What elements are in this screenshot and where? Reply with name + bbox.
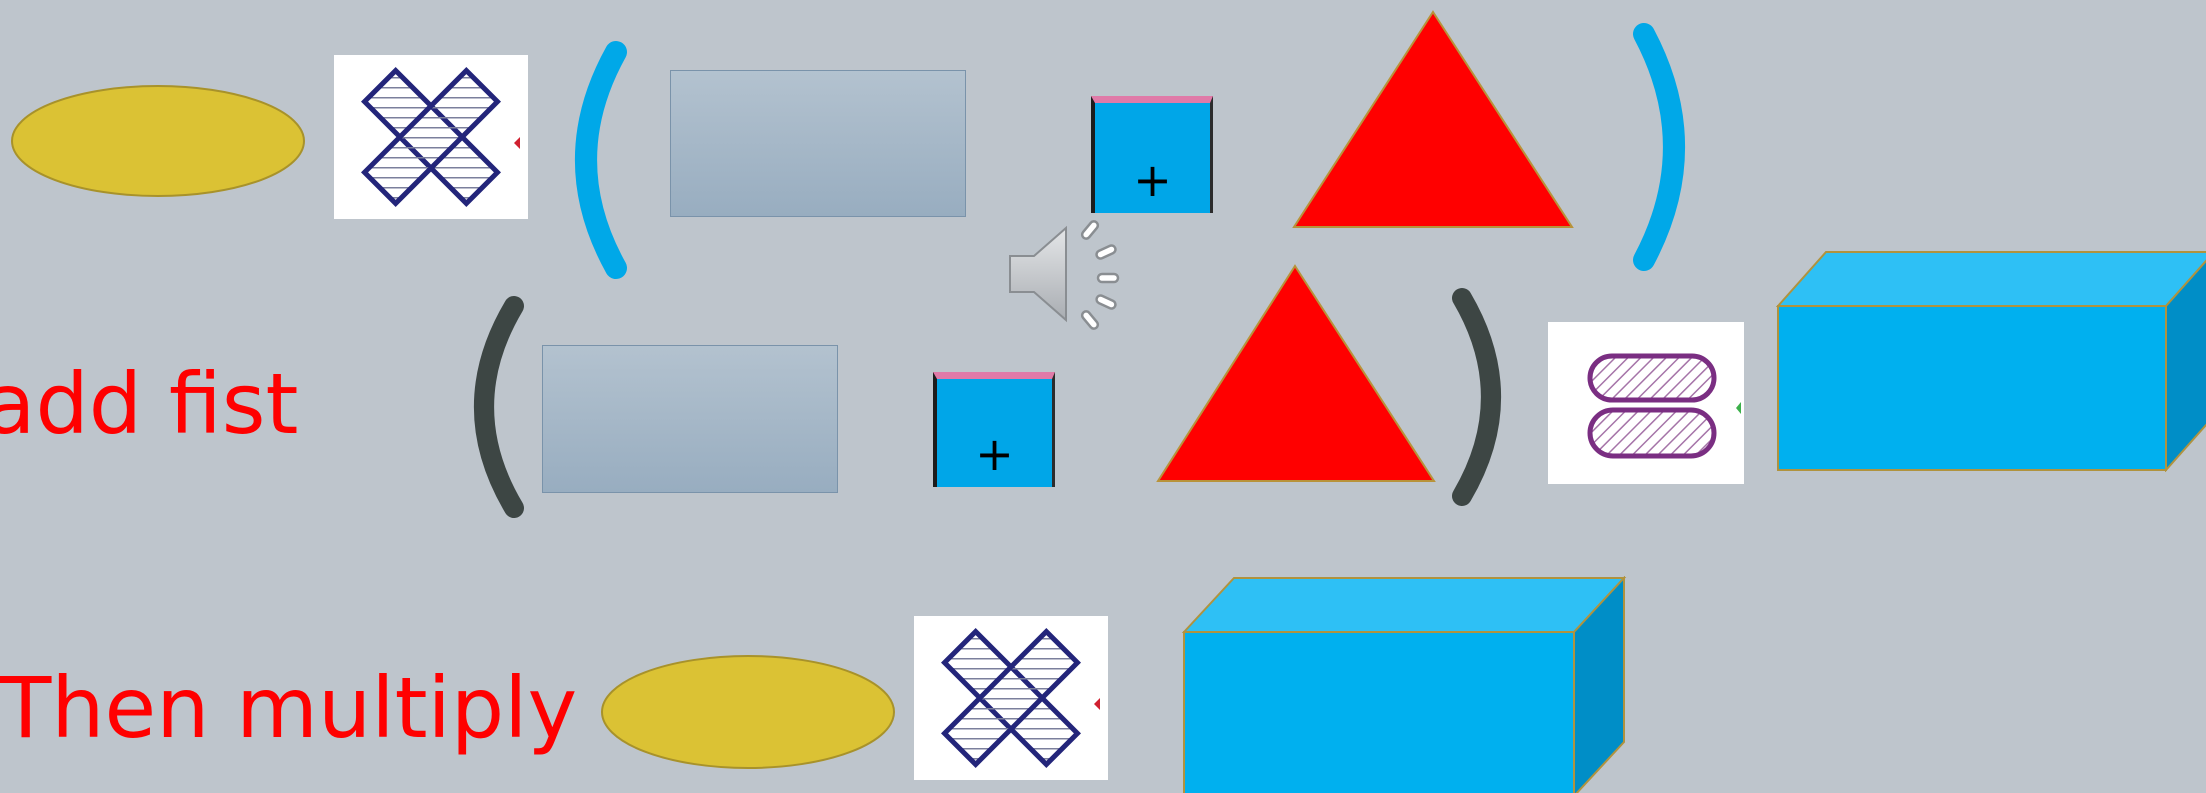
then-multiply-label: Then multiply	[0, 666, 577, 750]
close-paren-dark	[1440, 286, 1530, 508]
blank-rectangle	[670, 70, 966, 217]
speaker-icon[interactable]	[1004, 214, 1134, 334]
red-triangle	[1154, 262, 1440, 484]
close-paren-blue	[1620, 22, 1710, 272]
blank-rectangle	[542, 345, 838, 493]
multiply-card	[334, 55, 528, 219]
equals-card	[1548, 322, 1744, 484]
add-first-label: add fist	[0, 362, 298, 446]
gold-oval	[598, 652, 898, 772]
multiply-card	[914, 616, 1108, 780]
open-paren-blue	[548, 40, 638, 280]
multiply-icon	[334, 55, 528, 219]
plus-icon: +	[937, 431, 1052, 477]
equals-icon	[1548, 322, 1744, 484]
plus-icon: +	[1095, 157, 1210, 203]
gold-oval	[8, 82, 308, 200]
plus-card: +	[1091, 96, 1213, 213]
blue-cuboid	[1182, 576, 1628, 793]
multiply-icon	[914, 616, 1108, 780]
open-paren-dark	[448, 296, 538, 518]
plus-card: +	[933, 372, 1055, 487]
blue-cuboid	[1776, 250, 2206, 472]
red-triangle	[1290, 8, 1576, 230]
